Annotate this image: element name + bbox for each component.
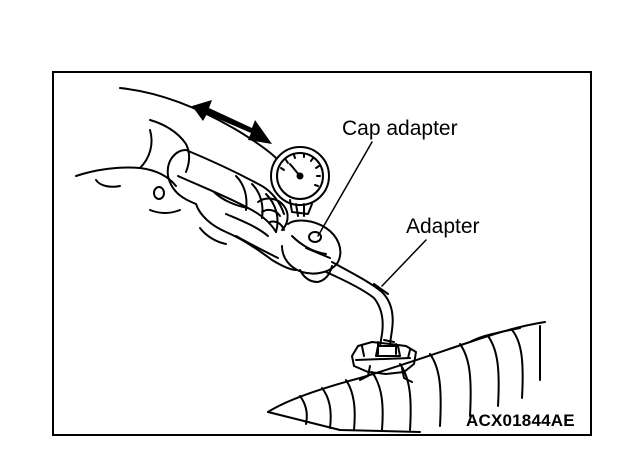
figure-code: ACX01844AE xyxy=(466,411,575,430)
leader-adapter xyxy=(381,239,427,287)
double-arrow-icon xyxy=(192,100,272,144)
hands xyxy=(75,87,297,271)
pressure-gauge-icon xyxy=(270,146,330,217)
pump-barrel xyxy=(177,149,285,233)
leader-lines xyxy=(317,141,427,287)
leader-cap-adapter xyxy=(317,141,373,237)
adapter-hose xyxy=(325,261,401,357)
radiator xyxy=(267,321,546,433)
label-cap-adapter: Cap adapter xyxy=(342,117,458,140)
filler-neck xyxy=(351,341,417,383)
cap-adapter xyxy=(281,219,342,283)
label-adapter: Adapter xyxy=(406,215,480,238)
